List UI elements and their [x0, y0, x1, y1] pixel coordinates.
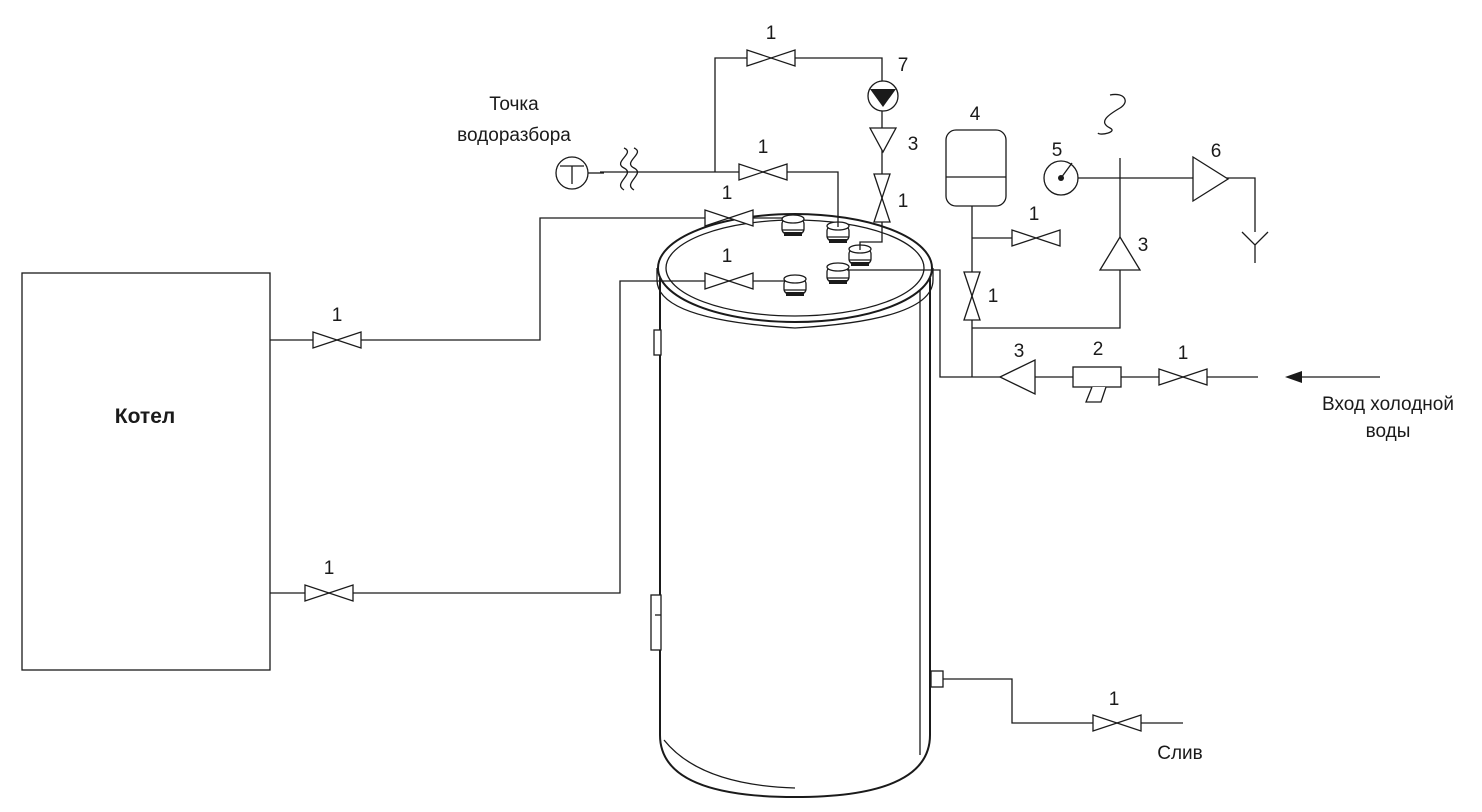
ball-valve-icon [304, 584, 354, 602]
label-valve: 1 [1178, 343, 1189, 364]
boiler-label: Котел [115, 405, 175, 428]
label-pump: 7 [898, 55, 909, 76]
cold-water-inlet-label: Вход холодной [1322, 394, 1454, 415]
cold-water-inlet-label: воды [1366, 421, 1411, 442]
tank-body [659, 278, 931, 799]
label-check-valve: 3 [1138, 235, 1149, 256]
flow-arrow-icon [1285, 371, 1302, 383]
label-valve: 1 [988, 286, 999, 307]
filter-icon [1072, 366, 1122, 403]
check-valve-icon [868, 127, 898, 154]
ball-valve-icon [1158, 368, 1208, 386]
label-valve: 1 [722, 183, 733, 204]
label-valve: 1 [758, 137, 769, 158]
tank-nozzle [783, 274, 807, 297]
ball-valve-icon [1092, 714, 1142, 732]
label-valve: 1 [324, 558, 335, 579]
tank-nozzle [781, 214, 805, 237]
label-valve: 1 [1029, 204, 1040, 225]
label-valve: 1 [898, 191, 909, 212]
boiler-box [21, 272, 271, 671]
label-expansion-tank: 4 [970, 104, 981, 125]
ball-valve-icon [873, 173, 891, 223]
label-valve: 1 [332, 305, 343, 326]
label-valve: 1 [1109, 689, 1120, 710]
check-valve-icon [1098, 235, 1142, 271]
check-valve-icon [998, 358, 1036, 396]
flexible-hose-icon [619, 147, 629, 191]
label-filter: 2 [1093, 339, 1104, 360]
drain-label: Слив [1157, 743, 1203, 764]
water-point-label: Точка [489, 94, 539, 115]
safety-valve-icon [1192, 155, 1230, 203]
storage-tank [650, 213, 944, 799]
expansion-tank [945, 129, 1007, 207]
drain-nozzle [930, 670, 944, 688]
water-point-label: водоразбора [457, 125, 571, 146]
ball-valve-icon [963, 271, 981, 321]
ball-valve-icon [738, 163, 788, 181]
label-check-valve: 3 [1014, 341, 1025, 362]
wavy-line-icon [1097, 93, 1126, 135]
label-valve: 1 [722, 246, 733, 267]
tank-top-lid [657, 213, 933, 323]
label-pressure-gauge: 5 [1052, 140, 1063, 161]
ball-valve-icon [746, 49, 796, 67]
ball-valve-icon [312, 331, 362, 349]
label-safety-valve: 6 [1211, 141, 1222, 162]
ball-valve-icon [1011, 229, 1061, 247]
tank-nozzle [826, 262, 850, 285]
label-valve: 1 [766, 23, 777, 44]
label-check-valve: 3 [908, 134, 919, 155]
funnel-icon [1241, 231, 1269, 263]
